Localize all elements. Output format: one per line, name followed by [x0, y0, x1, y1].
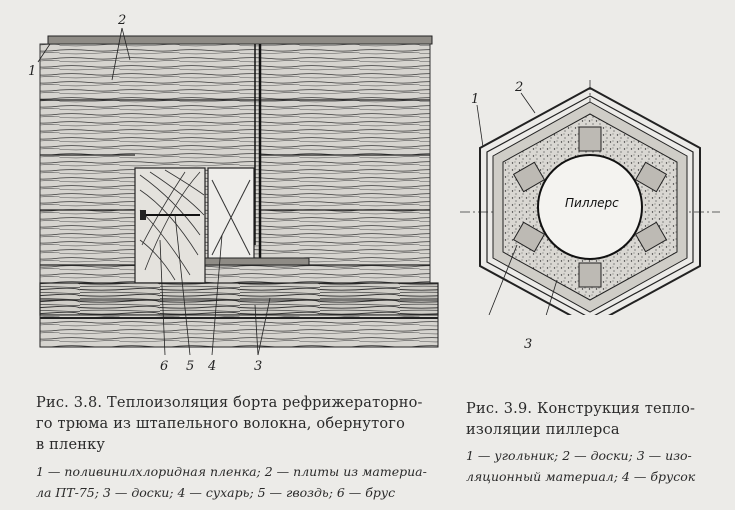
legend-fig-3-9: 1 — угольник; 2 — доски; 3 — изо- ляцион… — [466, 445, 695, 487]
bar-6 — [134, 167, 206, 284]
caption-line: в пленку — [36, 437, 106, 453]
blocks-4 — [512, 126, 668, 288]
callout-1-fig39: 1 — [471, 92, 479, 107]
caption-line: го трюма из штапельного волокна, обернут… — [36, 416, 406, 432]
callout-6: 6 — [160, 359, 168, 374]
callout-2-fig39: 2 — [514, 80, 523, 95]
callout-4-fig38: 4 — [207, 359, 216, 374]
legend-line: ляционный материал; 4 — брусок — [466, 469, 696, 484]
callout-4-fig39: 4 — [480, 314, 489, 315]
caption-line: Рис. 3.9. Конструкция тепло- — [466, 401, 696, 417]
pillar — [537, 154, 643, 260]
callout-2-fig38: 2 — [117, 13, 126, 28]
bar-grain — [139, 169, 205, 281]
legend-line: 1 — угольник; 2 — доски; 3 — изо- — [466, 448, 692, 463]
legend-line: ла ПТ-75; 3 — доски; 4 — сухарь; 5 — гво… — [36, 485, 396, 500]
angle-plank — [204, 257, 310, 266]
caption-line: изоляции пиллерса — [466, 422, 620, 438]
callout-1-fig38: 1 — [28, 64, 36, 79]
deck — [39, 314, 439, 348]
liner-4 — [207, 167, 255, 261]
figure-3-8-drawing: 1 2 6 5 4 3 — [28, 13, 439, 374]
legend-line: 1 — поливинилхлоридная пленка; 2 — плиты… — [36, 464, 427, 479]
callout-3-fig39: 3 — [524, 337, 532, 352]
callout-5: 5 — [186, 359, 194, 374]
caption-line: Рис. 3.8. Теплоизоляция борта рефрижерат… — [36, 395, 423, 411]
caption-fig-3-8: Рис. 3.8. Теплоизоляция борта рефрижерат… — [36, 393, 423, 456]
caption-fig-3-9: Рис. 3.9. Конструкция тепло- изоляции пи… — [466, 399, 695, 441]
callout-3-fig39-wrap: 3 — [524, 337, 532, 352]
top-plank — [47, 35, 433, 45]
legend-fig-3-8: 1 — поливинилхлоридная пленка; 2 — плиты… — [36, 461, 427, 503]
outer-angles — [479, 86, 701, 315]
callout-3-fig38: 3 — [254, 359, 262, 374]
pillar-label: Пиллерс — [565, 196, 619, 210]
figure-3-9-drawing: Пиллерс 1 2 4 — [460, 80, 720, 315]
boards-3 — [39, 282, 439, 316]
